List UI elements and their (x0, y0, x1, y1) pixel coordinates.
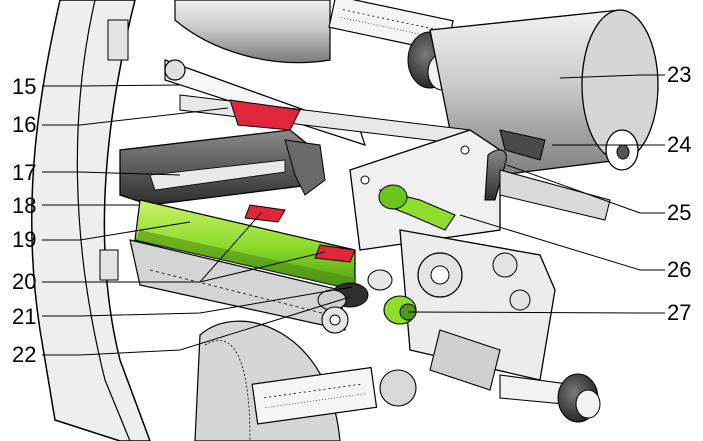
housing-slot (107, 19, 129, 61)
callout-19: 19 (12, 227, 37, 252)
callout-16: 16 (12, 112, 37, 137)
green-roller-shade (135, 230, 355, 290)
printhead-hook (284, 139, 326, 196)
callout-23: 23 (667, 62, 692, 87)
housing-slot (99, 249, 119, 281)
callout-21: 21 (12, 304, 37, 329)
roll-hub-inner (616, 144, 630, 160)
green-knob-26 (378, 184, 456, 231)
leader-lines (42, 74, 665, 356)
left-housing (31, 0, 151, 441)
housing-edge (76, 0, 131, 441)
top-drum (174, 0, 331, 64)
lower-lever (429, 329, 501, 391)
bottom-scale (251, 366, 378, 425)
green-gear-27 (383, 295, 417, 325)
callout-24: 24 (667, 132, 692, 157)
lower-bar-21 (129, 239, 346, 331)
callout-20: 20 (12, 269, 37, 294)
red-clip-20 (244, 204, 286, 223)
callout-26: 26 (667, 257, 692, 282)
rail-24 (499, 169, 611, 221)
right-side-plate (349, 129, 501, 251)
callout-18: 18 (12, 193, 37, 218)
callout-17: 17 (12, 160, 37, 185)
callout-25: 25 (667, 200, 692, 225)
callout-27: 27 (667, 300, 692, 325)
lever-25 (484, 149, 507, 201)
callout-22: 22 (12, 342, 37, 367)
lever-bracket (499, 129, 546, 161)
printhead-highlight (149, 159, 286, 191)
callout-15: 15 (12, 74, 37, 99)
